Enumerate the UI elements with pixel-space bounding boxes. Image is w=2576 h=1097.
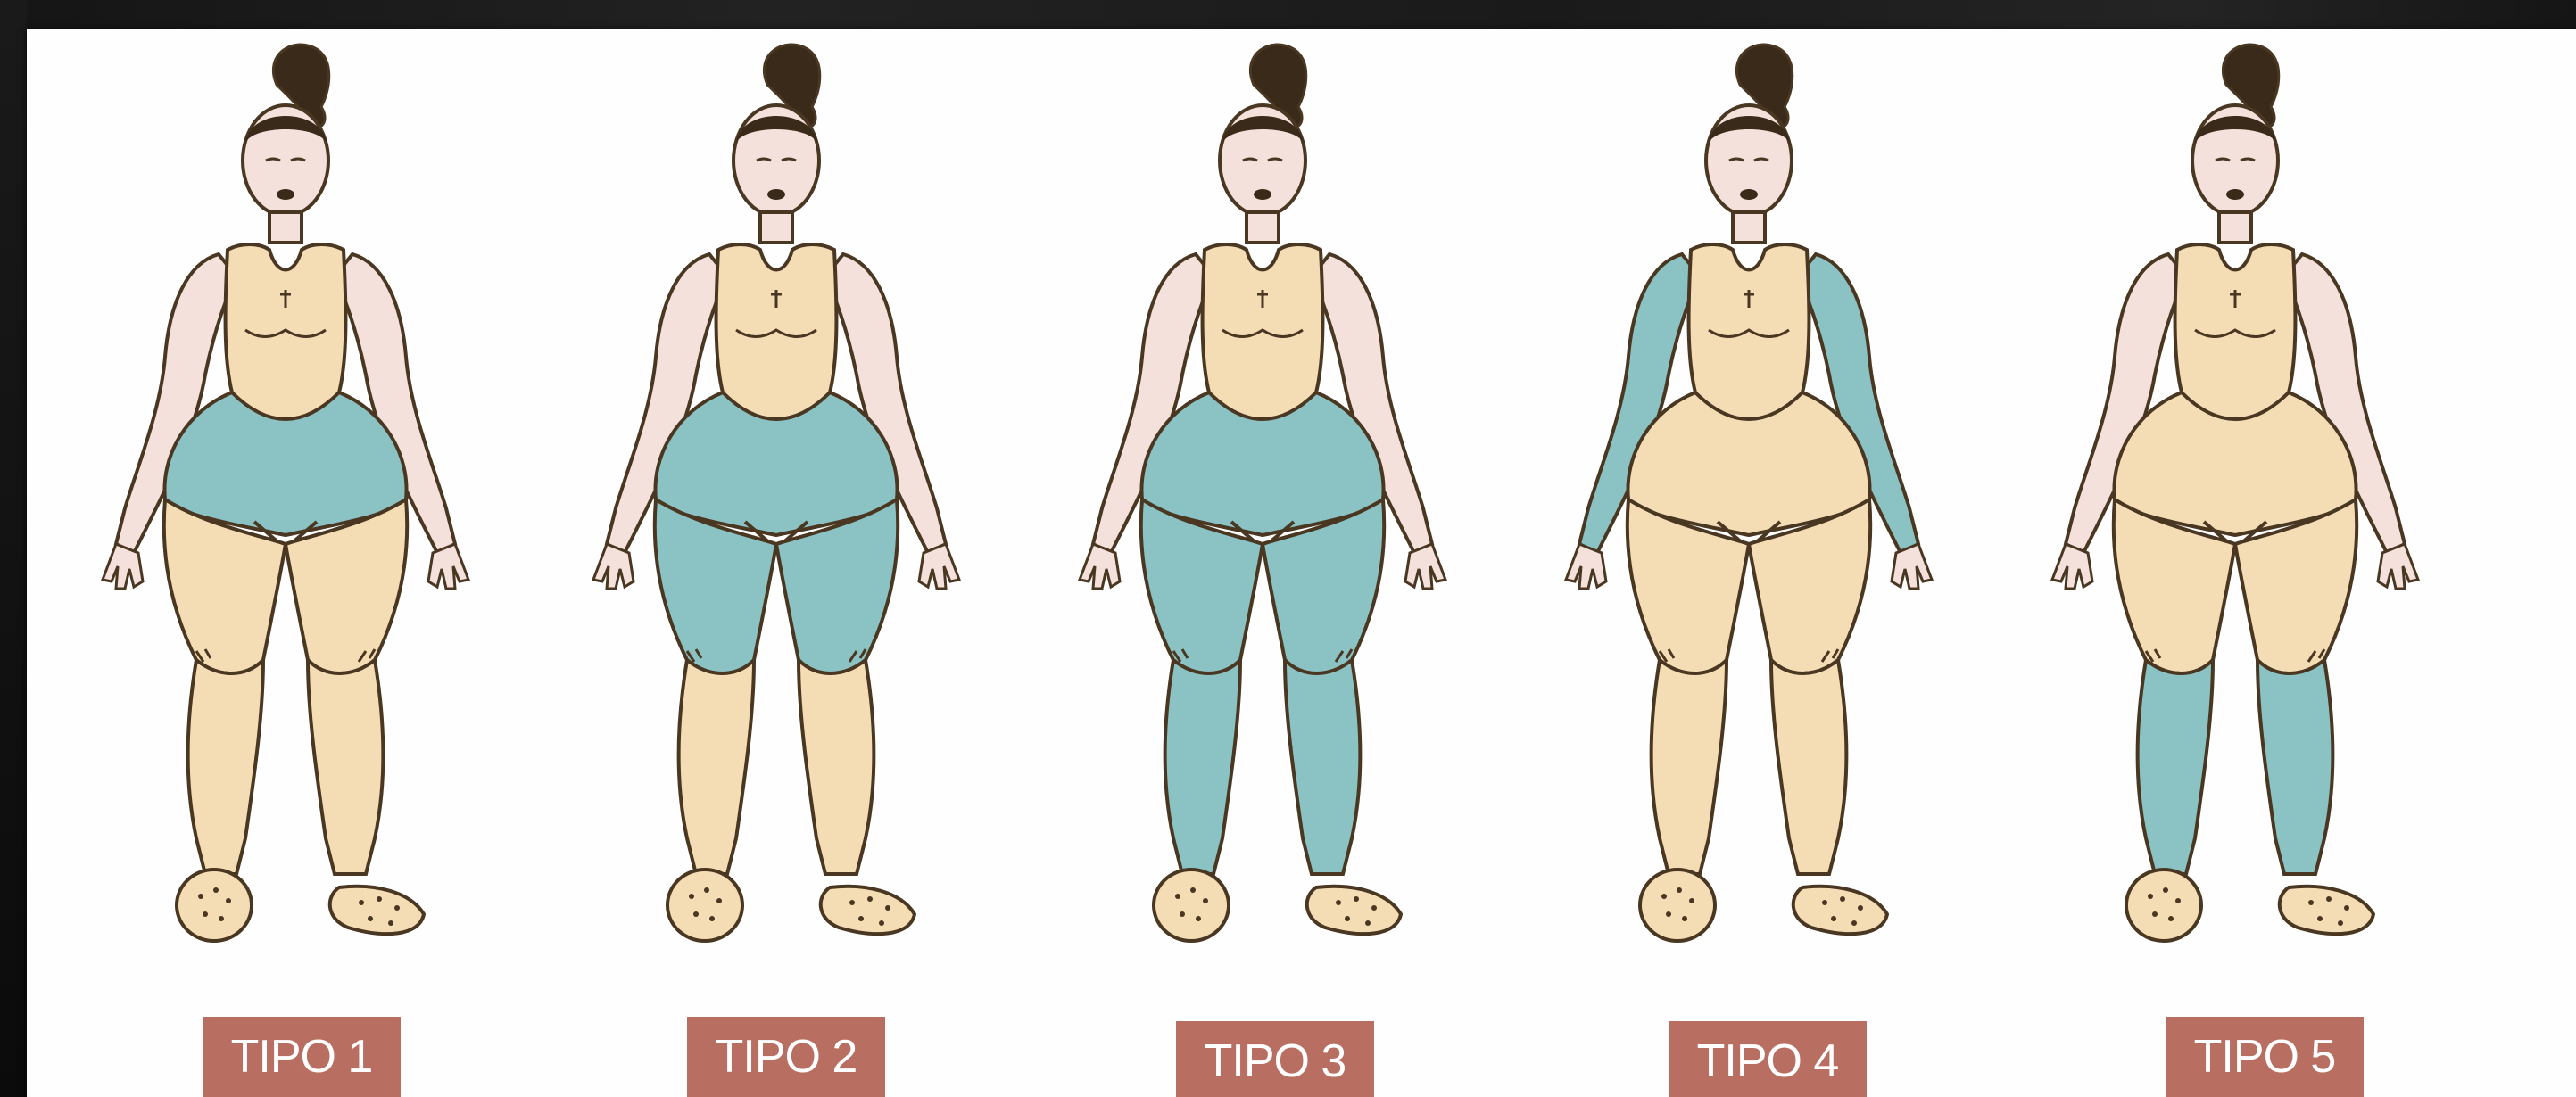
body-illustration [2012,36,2458,999]
body-illustration [62,36,509,999]
body-figure-tipo-1 [62,36,509,999]
body-illustration [1526,36,1972,999]
body-figure-tipo-4 [1526,36,1972,999]
label-tipo-4: TIPO 4 [1669,1021,1867,1097]
label-tipo-3: TIPO 3 [1176,1021,1374,1097]
body-figure-tipo-2 [553,36,999,999]
label-tipo-2: TIPO 2 [687,1017,885,1097]
label-tipo-5: TIPO 5 [2166,1017,2364,1097]
background-edge [0,0,27,1097]
body-figure-tipo-5 [2012,36,2458,999]
label-tipo-1: TIPO 1 [203,1017,401,1097]
body-illustration [553,36,999,999]
body-illustration [1040,36,1486,999]
body-figure-tipo-3 [1040,36,1486,999]
